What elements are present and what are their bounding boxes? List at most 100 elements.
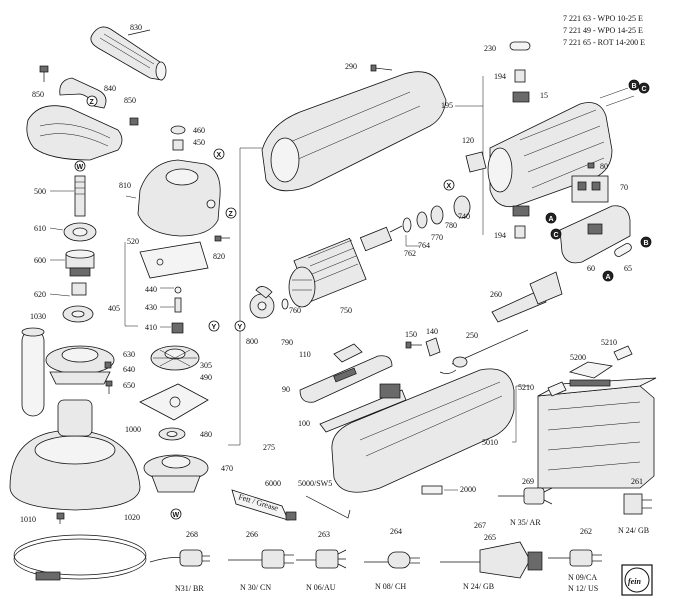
screw-80 bbox=[587, 162, 595, 169]
marker-z-left: Z bbox=[86, 95, 98, 107]
part-610-label: 610 bbox=[34, 224, 46, 233]
part-140-label: 140 bbox=[426, 327, 438, 336]
plug-263 bbox=[296, 549, 347, 569]
svg-text:fein: fein bbox=[628, 577, 641, 586]
part-850-right-label: 850 bbox=[124, 96, 136, 105]
marker-z-center: Z bbox=[225, 207, 237, 219]
brush-194-bottom bbox=[512, 205, 530, 239]
flange-630 bbox=[45, 345, 115, 385]
screw-850-right bbox=[129, 117, 139, 126]
part-1010-label: 1010 bbox=[20, 515, 36, 524]
part-840-label: 840 bbox=[104, 84, 116, 93]
hex-key-5000 bbox=[305, 495, 351, 519]
part-230 bbox=[509, 41, 531, 51]
screw-1010 bbox=[56, 512, 65, 524]
part-195-label: 195 bbox=[441, 101, 453, 110]
part-490-label: 490 bbox=[200, 373, 212, 382]
fein-logo: fein bbox=[621, 564, 653, 596]
module-70 bbox=[571, 175, 609, 203]
part-70-label: 70 bbox=[620, 183, 628, 192]
screw-850-left bbox=[39, 65, 49, 82]
part-430-label: 430 bbox=[145, 303, 157, 312]
motor-housing-290 bbox=[261, 71, 447, 192]
svg-text:W: W bbox=[173, 512, 180, 519]
model-line-2: 7 221 49 - WPO 14-25 E bbox=[563, 26, 643, 35]
plug-n24-bottom-label: N 24/ GB bbox=[463, 582, 494, 591]
marker-w-top: W bbox=[74, 160, 86, 172]
part-100-label: 100 bbox=[298, 419, 310, 428]
svg-text:Z: Z bbox=[229, 211, 234, 218]
svg-text:C: C bbox=[642, 86, 647, 93]
marker-y-rotor: Y bbox=[234, 320, 246, 332]
part-750-label: 750 bbox=[340, 306, 352, 315]
svg-text:Y: Y bbox=[238, 324, 243, 331]
part-261-label: 261 bbox=[631, 477, 643, 486]
part-5010-label: 5010 bbox=[482, 438, 498, 447]
part-600-label: 600 bbox=[34, 256, 46, 265]
part-150-label: 150 bbox=[405, 330, 417, 339]
part-740-label: 740 bbox=[458, 212, 470, 221]
part-764-label: 764 bbox=[418, 241, 430, 250]
marker-a-low: A bbox=[602, 270, 614, 282]
marker-x-motor: X bbox=[443, 179, 455, 191]
switch-cover-110 bbox=[333, 343, 363, 363]
screw-150 bbox=[405, 341, 422, 349]
screw-820 bbox=[214, 235, 230, 242]
part-5210-top-label: 5210 bbox=[601, 338, 617, 347]
part-60-label: 60 bbox=[587, 264, 595, 273]
model-line-1: 7 221 63 - WPO 10-25 E bbox=[563, 14, 643, 23]
part-1020-label: 1020 bbox=[124, 513, 140, 522]
switch-module-60 bbox=[559, 205, 631, 264]
brush-194-top bbox=[512, 69, 530, 103]
clip-120 bbox=[465, 151, 487, 173]
main-housing bbox=[331, 368, 515, 493]
part-780-label: 780 bbox=[445, 221, 457, 230]
part-65-label: 65 bbox=[624, 264, 632, 273]
svg-text:X: X bbox=[447, 183, 452, 190]
model-line-3: 7 221 65 - ROT 14-200 E bbox=[563, 38, 645, 47]
part-260-label: 260 bbox=[490, 290, 502, 299]
latch-5210-left bbox=[547, 381, 567, 397]
part-194-top-label: 194 bbox=[494, 72, 506, 81]
part-770-label: 770 bbox=[431, 233, 443, 242]
plug-267 bbox=[440, 541, 543, 579]
part-263-label: 263 bbox=[318, 530, 330, 539]
part-5200-label: 5200 bbox=[570, 353, 586, 362]
cable-protector-260 bbox=[491, 271, 563, 323]
fan-800 bbox=[249, 286, 275, 319]
plug-266 bbox=[228, 549, 294, 569]
plate-490 bbox=[139, 383, 209, 421]
part-480-label: 480 bbox=[200, 430, 212, 439]
part-90-label: 90 bbox=[282, 385, 290, 394]
case-handle-5200 bbox=[568, 361, 614, 379]
nut-460 bbox=[170, 125, 186, 151]
svg-text:A: A bbox=[606, 274, 611, 281]
svg-text:A: A bbox=[549, 216, 554, 223]
part-5000-label: 5000/SW5 bbox=[298, 479, 332, 488]
clamp-band-1020 bbox=[13, 534, 147, 581]
plug-n09-label: N 09/CA bbox=[568, 573, 597, 582]
plug-262 bbox=[548, 549, 602, 567]
marker-c-top: C bbox=[638, 82, 650, 94]
part-1000-label: 1000 bbox=[125, 425, 141, 434]
group-bracket-275 bbox=[228, 147, 262, 446]
part-620-label: 620 bbox=[34, 290, 46, 299]
label-plate-2000 bbox=[421, 485, 443, 495]
bearing-stack bbox=[402, 195, 471, 233]
marker-a-mid: A bbox=[545, 212, 557, 224]
part-405-label: 405 bbox=[108, 304, 120, 313]
part-630-label: 630 bbox=[123, 350, 135, 359]
part-6000-label: 6000 bbox=[265, 479, 281, 488]
part-80-label: 80 bbox=[600, 162, 608, 171]
marker-b-top: B bbox=[628, 79, 640, 91]
spindle-500 bbox=[74, 175, 86, 217]
part-460-label: 460 bbox=[193, 126, 205, 135]
plug-269 bbox=[498, 487, 553, 505]
part-640-label: 640 bbox=[123, 365, 135, 374]
part-500-label: 500 bbox=[34, 187, 46, 196]
plug-n31-label: N31/ BR bbox=[175, 584, 204, 593]
svg-text:Y: Y bbox=[212, 324, 217, 331]
marker-c-mid: C bbox=[550, 228, 562, 240]
